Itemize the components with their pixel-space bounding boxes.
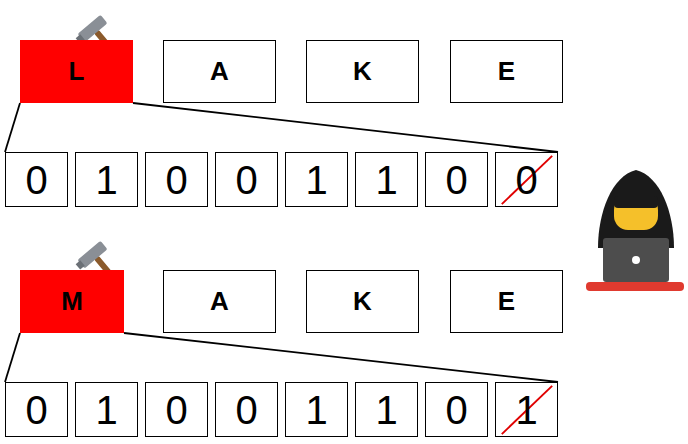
letter: K [353,286,372,317]
bit-value: 1 [305,160,327,200]
bit-box: 0 [495,152,558,207]
bit-value: 1 [95,160,117,200]
letter: A [210,56,229,87]
bit-value: 1 [305,390,327,430]
bit-box: 1 [285,382,348,437]
bit-value: 0 [445,390,467,430]
bit-box: 1 [75,152,138,207]
letter-box: A [163,40,276,103]
letter: K [353,56,372,87]
bit-value: 0 [165,390,187,430]
bit-value: 1 [95,390,117,430]
bit-box: 1 [75,382,138,437]
bit-box: 1 [355,382,418,437]
zoom-line [133,103,558,152]
letter: L [69,56,85,87]
bit-value: 0 [25,390,47,430]
bit-value: 1 [375,160,397,200]
letter-box: A [163,270,276,333]
bit-box: 1 [285,152,348,207]
letter-box: K [306,270,419,333]
bit-box: 0 [5,382,68,437]
bit-box: 0 [145,382,208,437]
letter-box: E [450,40,563,103]
bit-box: 0 [145,152,208,207]
target-letter-box: M [20,270,124,333]
bit-value: 0 [235,160,257,200]
letter: E [498,56,515,87]
bit-box: 0 [215,382,278,437]
bit-box: 0 [425,382,488,437]
bit-value: 1 [515,390,537,430]
zoom-line [124,333,558,382]
zoom-line [5,103,20,152]
bit-value: 0 [235,390,257,430]
letter-box: K [306,40,419,103]
bit-box: 0 [425,152,488,207]
bit-box: 1 [355,152,418,207]
bit-value: 0 [25,160,47,200]
target-letter-box: L [20,40,133,103]
bit-box: 0 [5,152,68,207]
bit-value: 0 [515,160,537,200]
bit-value: 1 [375,390,397,430]
letter: M [61,286,83,317]
letter-box: E [450,270,563,333]
bit-box: 0 [215,152,278,207]
zoom-line [5,333,20,382]
bit-box: 1 [495,382,558,437]
bit-value: 0 [165,160,187,200]
bit-value: 0 [445,160,467,200]
hacker-icon [586,170,684,291]
letter: E [498,286,515,317]
letter: A [210,286,229,317]
